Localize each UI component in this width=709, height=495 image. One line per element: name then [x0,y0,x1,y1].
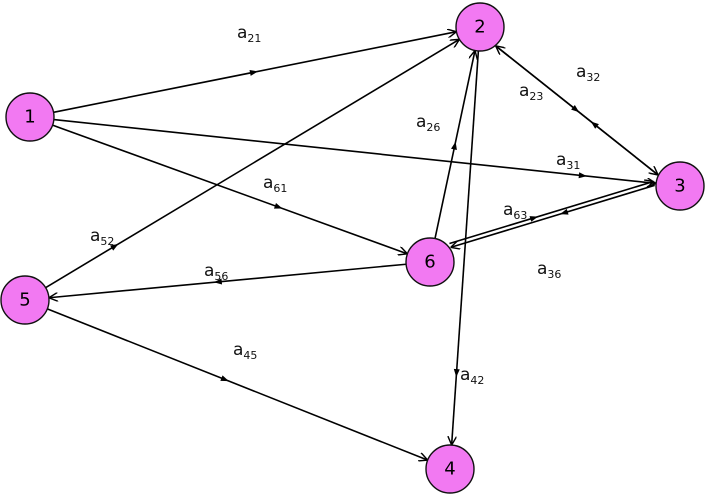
node-circle [0,275,50,325]
node-2: 2 [455,2,505,52]
edge-label-subscript: 21 [247,32,261,45]
edge-label-main: a [263,173,273,193]
node-6: 6 [405,237,455,287]
node-label: 4 [444,459,455,480]
edge-label-subscript: 36 [547,268,561,281]
edge-label-subscript: 61 [273,182,287,195]
edges [45,32,659,460]
edge-label-e56: a56 [204,261,228,283]
node-circle [425,444,475,494]
edge-label-main: a [460,365,470,385]
edge-label-main: a [416,112,426,132]
edge-label-subscript: 26 [426,121,440,134]
node-label: 6 [424,252,435,273]
edge-label-main: a [90,226,100,246]
edge-e56-line [49,263,407,298]
edge-label-e21: a21 [237,23,261,45]
edge-e45-line [47,308,427,460]
node-label: 3 [674,176,685,197]
edge-label-main: a [537,259,547,279]
node-circle [655,161,705,211]
edge-e36-direction-mark [529,216,539,222]
node-label: 2 [474,17,485,38]
edge-label-e26: a26 [416,112,440,134]
edge-label-subscript: 42 [470,374,484,387]
edge-e31-direction-mark [578,172,587,179]
edge-label-main: a [519,81,529,101]
edge-e23-direction-mark [590,121,599,129]
edge-e42-line [452,50,480,445]
edge-label-main: a [556,150,566,170]
edge-label-e42: a42 [460,365,484,387]
edge-e42-direction-mark [453,368,460,378]
edge-label-subscript: 45 [243,349,257,362]
node-1: 1 [5,92,55,142]
node-circle [405,237,455,287]
edge-label-e63: a63 [503,200,527,222]
edge-e56-direction-mark [213,278,223,285]
edge-label-subscript: 52 [100,235,114,248]
edge-label-main: a [576,62,586,82]
node-4: 4 [425,444,475,494]
edge-e52-direction-mark [110,243,119,251]
edge-e63-direction-mark [560,208,569,215]
edge-label-main: a [204,261,214,281]
edge-label-subscript: 32 [586,71,600,84]
edge-label-e36: a36 [537,259,561,281]
edge-label-subscript: 56 [214,270,228,283]
edge-e26-direction-mark [451,141,457,151]
node-3: 3 [655,161,705,211]
edge-label-main: a [503,200,513,220]
node-circle [455,2,505,52]
edge-e21-direction-mark [249,70,258,76]
node-5: 5 [0,275,50,325]
edge-e36-line [449,181,653,245]
edge-e61-direction-mark [273,202,283,209]
edge-label-subscript: 63 [513,209,527,222]
edge-label-main: a [237,23,247,43]
edge-label-e31: a31 [556,150,580,172]
edge-e61-line [52,124,408,254]
edge-e23-line [496,46,659,176]
node-circle [5,92,55,142]
edge-label-e61: a61 [263,173,287,195]
edge-label-e52: a52 [90,226,114,248]
edge-e31-line [53,118,656,184]
edge-label-subscript: 23 [529,90,543,103]
edge-label-e23: a23 [519,81,543,103]
edge-label-e45: a45 [233,340,257,362]
edge-label-main: a [233,340,243,360]
edge-e63-line [451,184,655,247]
edge-e45-direction-mark [220,375,229,382]
node-label: 5 [19,290,30,311]
node-label: 1 [24,107,35,128]
edge-label-subscript: 31 [566,159,580,172]
edge-label-e32: a32 [576,62,600,84]
